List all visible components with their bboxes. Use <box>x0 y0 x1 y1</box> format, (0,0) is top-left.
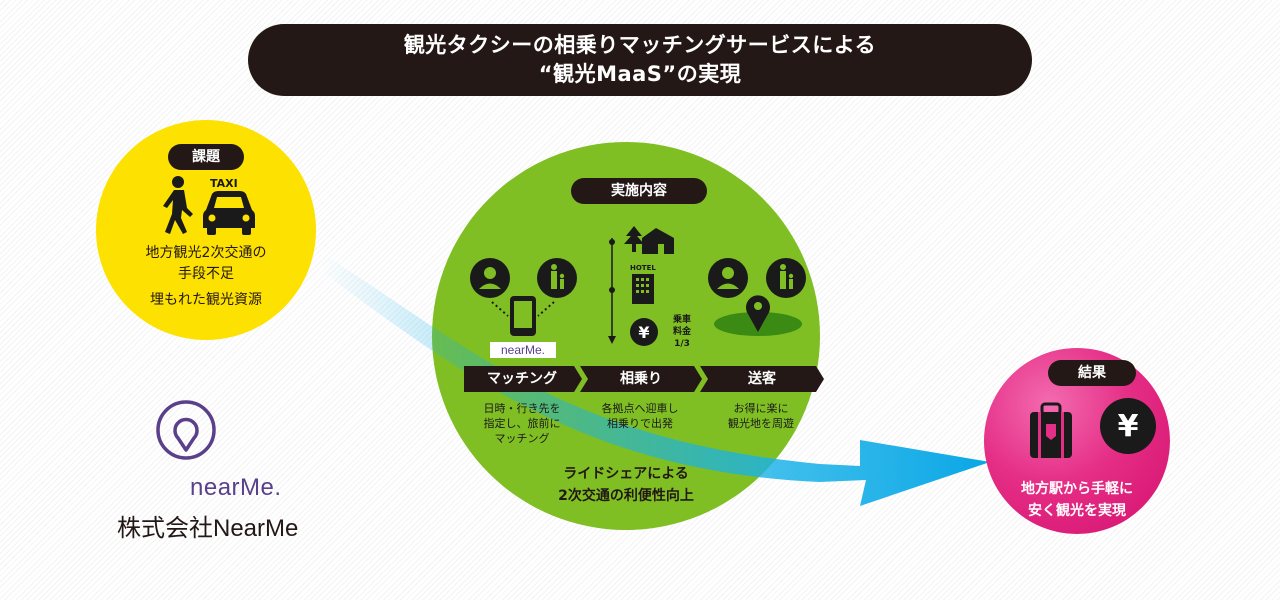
fare-label-2: 料金 <box>673 325 692 337</box>
main-summary: ライドシェアによる 2次交通の利便性向上 <box>520 463 732 507</box>
taxi-icon <box>203 191 255 235</box>
nearme-logo-icon <box>156 400 216 460</box>
steps-bar <box>464 366 824 392</box>
yen-coin-icon-large: ¥ <box>1100 398 1156 454</box>
hotel-label: HOTEL <box>630 264 656 272</box>
step-desc-matching: 日時・行き先を 指定し、旅前に マッチング <box>466 401 578 446</box>
title-line1: 観光タクシーの相乗りマッチングサービスによる <box>403 33 877 57</box>
issue-tag: 課題 <box>168 144 244 170</box>
result-line1: 地方駅から手軽に <box>1021 481 1133 497</box>
walking-person-icon <box>163 176 193 234</box>
user-icon-2 <box>708 258 748 298</box>
step-desc-sendoff: お得に楽に 観光地を周遊 <box>704 401 818 431</box>
yen-coin-icon: ¥ <box>630 318 658 346</box>
user-icon-1 <box>470 258 510 298</box>
nearme-mini-logo: nearMe. <box>490 342 556 358</box>
rideshare-illustration: HOTEL ¥ 乗車 料金 1/3 <box>608 226 692 349</box>
issue-line3: 埋もれた観光資源 <box>150 292 262 308</box>
lodge-icon <box>624 226 674 254</box>
map-pin-icon <box>746 295 770 332</box>
company-name: 株式会社NearMe <box>117 515 299 542</box>
summary-line1: ライドシェアによる <box>563 466 689 482</box>
issue-text: 地方観光2次交通の 手段不足 埋もれた観光資源 <box>110 243 302 311</box>
issue-line1: 地方観光2次交通の <box>145 245 267 261</box>
issue-line2: 手段不足 <box>178 266 234 282</box>
result-text: 地方駅から手軽に 安く観光を実現 <box>994 478 1160 522</box>
destination-illustration <box>708 258 806 336</box>
result-tag: 結果 <box>1048 360 1136 386</box>
taxi-label: TAXI <box>210 177 238 190</box>
step-sendoff: 送客 <box>748 371 776 387</box>
fare-yen: ¥ <box>638 323 649 342</box>
title-line2: “観光MaaS”の実現 <box>538 62 742 86</box>
walker-taxi-icon: TAXI <box>163 176 255 235</box>
result-yen: ¥ <box>1118 409 1139 444</box>
desc3-line2: 観光地を周遊 <box>728 417 794 430</box>
desc1-line3: マッチング <box>494 432 550 445</box>
result-illustration: ¥ <box>1030 398 1156 458</box>
desc2-line1: 各拠点へ迎車し <box>601 402 679 415</box>
step-matching: マッチング <box>487 371 557 387</box>
nearme-mini-text: nearMe. <box>500 343 546 357</box>
fare-label-1: 乗車 <box>673 313 691 325</box>
step-desc-rideshare: 各拠点へ迎車し 相乗りで出発 <box>584 401 696 431</box>
summary-line2: 2次交通の利便性向上 <box>558 488 694 504</box>
result-arrow <box>320 252 990 506</box>
family-icon-2 <box>766 258 806 298</box>
main-tag: 実施内容 <box>571 178 707 204</box>
desc2-line2: 相乗りで出発 <box>607 417 673 430</box>
desc1-line1: 日時・行き先を <box>483 402 561 415</box>
suitcase-icon <box>1030 402 1072 458</box>
step-rideshare: 相乗り <box>620 371 662 387</box>
result-line2: 安く観光を実現 <box>1028 503 1126 519</box>
matching-illustration <box>470 258 577 336</box>
nearme-logo-text: nearMe. <box>190 474 282 501</box>
desc3-line1: お得に楽に <box>733 402 789 415</box>
title-banner: 観光タクシーの相乗りマッチングサービスによる “観光MaaS”の実現 <box>248 24 1032 96</box>
smartphone-icon <box>510 296 536 336</box>
family-icon-1 <box>537 258 577 298</box>
fare-label-3: 1/3 <box>674 339 690 349</box>
hotel-icon <box>632 274 654 304</box>
desc1-line2: 指定し、旅前に <box>483 417 561 430</box>
